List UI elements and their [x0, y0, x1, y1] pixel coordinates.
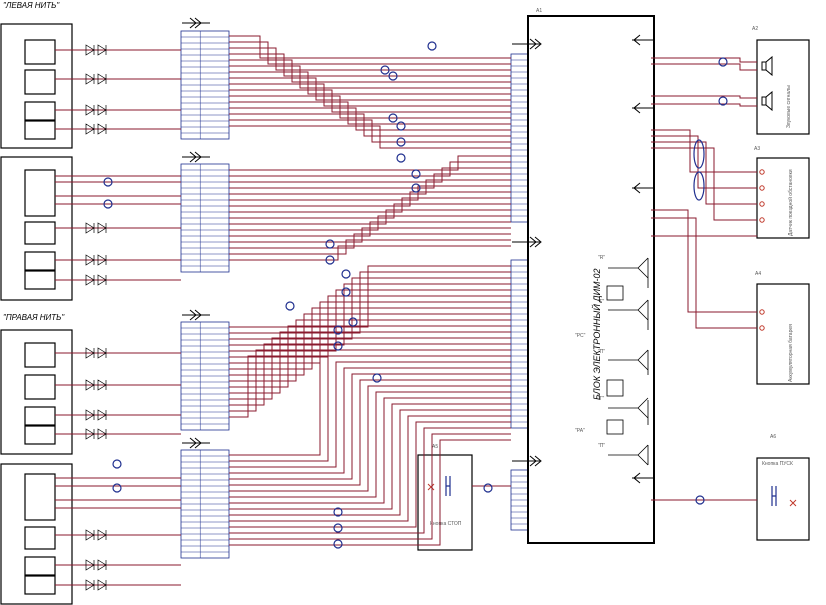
status-label-4: "П" [598, 349, 605, 355]
battery-ref: A4 [755, 271, 761, 277]
stop-button-ref: A5 [432, 444, 438, 450]
speakers-ref: A2 [752, 26, 758, 32]
speakers-block: A2 Звуковые сигналы [752, 26, 810, 135]
battery-block: A4 Аккумуляторная батарея [755, 271, 810, 385]
stop-button-block: A5 Кнопка СТОП [417, 444, 473, 551]
status-label-7: "П" [598, 443, 605, 449]
left-thread-label: "ЛЕВАЯ НИТЬ" [3, 1, 60, 10]
wire-markers [103, 41, 765, 549]
right-thread-label: "ПРАВАЯ НИТЬ" [3, 313, 65, 322]
stop-button-title: Кнопка СТОП [430, 521, 462, 527]
start-button-title: Кнопка ПУСК [762, 461, 793, 467]
connector-x1 [180, 30, 230, 140]
start-button-block: A6 Кнопка ПУСК [756, 434, 810, 541]
train-sensor-title: Датчик поездной обстановки [787, 169, 794, 236]
wires [55, 35, 757, 591]
connector-x4 [180, 449, 230, 559]
sensor-box-1 [0, 23, 73, 149]
status-label-6: "РА" [575, 428, 585, 434]
status-label-5: "Г" [598, 396, 604, 402]
start-button-ref: A6 [770, 434, 776, 440]
status-label-1: "R" [598, 255, 605, 261]
sensor-box-3 [0, 329, 73, 455]
status-label-2: "Г" [598, 299, 604, 305]
connector-x2 [180, 163, 230, 273]
battery-title: Аккумуляторная батарея [788, 324, 794, 382]
sensor-box-4 [0, 463, 73, 605]
connector-arrows [182, 17, 654, 484]
status-label-3: "РС" [575, 333, 586, 339]
train-sensor-ref: A3 [754, 146, 760, 152]
train-sensor-block: A3 Датчик поездной обстановки [754, 146, 810, 239]
connector-x3 [180, 321, 230, 431]
relay-contacts [606, 257, 649, 466]
main-block-title: БЛОК ЭЛЕКТРОННЫЙ ДИМ-02 [591, 268, 602, 400]
main-block-ref: A1 [536, 8, 542, 14]
main-block: A1 БЛОК ЭЛЕКТРОННЫЙ ДИМ-02 [527, 8, 655, 544]
speakers-title: Звуковые сигналы [786, 85, 792, 128]
